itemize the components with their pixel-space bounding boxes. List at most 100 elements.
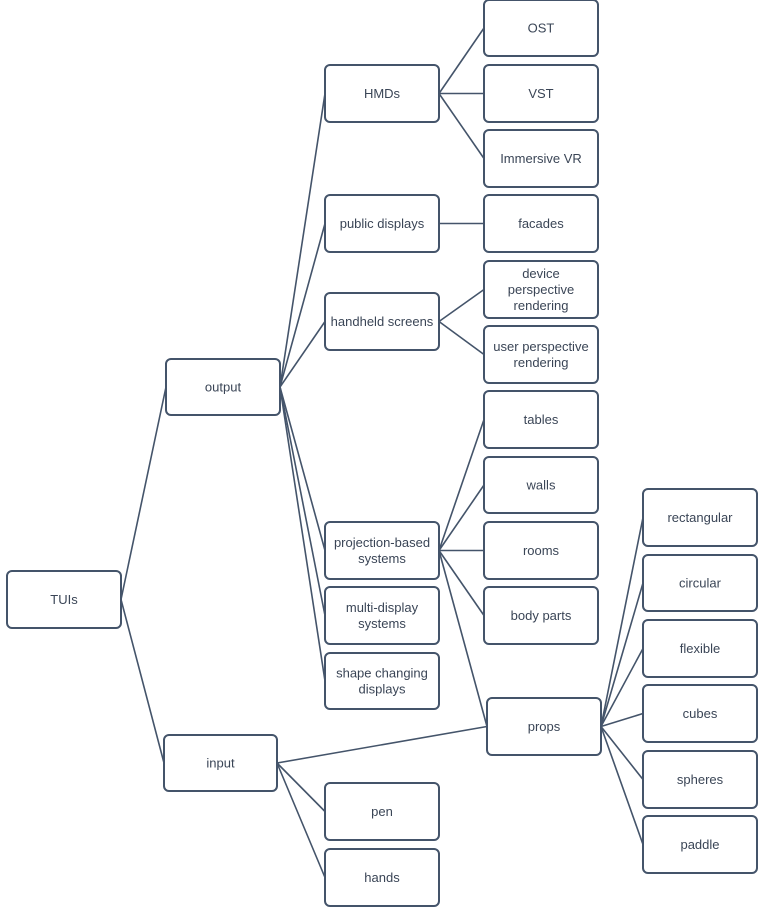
node-box-pen xyxy=(324,782,440,841)
node-box-circular xyxy=(642,554,758,612)
node-box-tables xyxy=(483,390,599,449)
node-box-input xyxy=(163,734,278,792)
node-box-flexible xyxy=(642,619,758,678)
node-label-spheres: spheres xyxy=(677,772,724,787)
node-label-body-parts: body parts xyxy=(511,608,572,623)
node-label-hands: hands xyxy=(364,870,400,885)
node-box-vst xyxy=(483,64,599,123)
node-label-projection-based-line-2: systems xyxy=(358,551,406,566)
edge-props-to-spheres xyxy=(600,726,644,780)
edge-props-to-cubes xyxy=(600,712,644,728)
edge-input-to-pen xyxy=(276,762,326,813)
edge-props-to-flexible xyxy=(600,648,644,727)
node-label-device-perspective-line-1: device xyxy=(522,266,560,281)
node-output: output xyxy=(165,358,281,416)
edge-tuis-to-input xyxy=(120,599,165,764)
node-label-hmds: HMDs xyxy=(364,86,401,101)
node-box-walls xyxy=(483,456,599,514)
node-box-public-displays xyxy=(324,194,440,253)
node-pen: pen xyxy=(324,782,440,841)
node-label-tuis: TUIs xyxy=(50,592,78,607)
edge-props-to-rectangular xyxy=(600,517,644,727)
node-box-hmds xyxy=(324,64,440,123)
edge-output-to-projection-based xyxy=(279,386,326,551)
node-box-rooms xyxy=(483,521,599,580)
node-hands: hands xyxy=(324,848,440,907)
edge-output-to-shape-changing xyxy=(279,386,326,682)
node-spheres: spheres xyxy=(642,750,758,809)
edge-output-to-multi-display xyxy=(279,386,326,616)
edge-output-to-hmds xyxy=(279,93,326,388)
node-label-immersive-vr: Immersive VR xyxy=(500,151,582,166)
node-vst: VST xyxy=(483,64,599,123)
node-tables: tables xyxy=(483,390,599,449)
node-label-user-perspective-line-2: rendering xyxy=(514,355,569,370)
node-props: props xyxy=(486,697,602,756)
node-box-handheld-screens xyxy=(324,292,440,351)
node-label-user-perspective-line-1: user perspective xyxy=(493,339,588,354)
node-box-body-parts xyxy=(483,586,599,645)
node-label-projection-based-line-1: projection-based xyxy=(334,535,430,550)
node-box-output xyxy=(165,358,281,416)
edge-projection-based-to-tables xyxy=(438,419,485,551)
edge-output-to-public-displays xyxy=(279,223,326,388)
node-paddle: paddle xyxy=(642,815,758,874)
node-label-props: props xyxy=(528,719,561,734)
edge-input-to-hands xyxy=(276,762,326,878)
node-label-handheld-screens: handheld screens xyxy=(331,314,434,329)
node-box-facades xyxy=(483,194,599,253)
node-label-device-perspective-line-2: perspective xyxy=(508,282,574,297)
node-box-ost xyxy=(483,0,599,57)
node-walls: walls xyxy=(483,456,599,514)
edge-handheld-screens-to-user-perspective xyxy=(438,320,485,356)
node-body-parts: body parts xyxy=(483,586,599,645)
node-box-immersive-vr xyxy=(483,129,599,188)
edge-projection-based-to-props xyxy=(438,550,488,727)
node-box-rectangular xyxy=(642,488,758,547)
node-facades: facades xyxy=(483,194,599,253)
edge-tuis-to-output xyxy=(120,386,167,600)
node-label-multi-display-line-1: multi-display xyxy=(346,600,419,615)
node-label-rooms: rooms xyxy=(523,543,560,558)
node-label-walls: walls xyxy=(526,478,556,493)
node-flexible: flexible xyxy=(642,619,758,678)
node-label-shape-changing-line-1: shape changing xyxy=(336,666,428,681)
node-label-ost: OST xyxy=(528,21,555,36)
node-label-input: input xyxy=(206,756,235,771)
node-box-hands xyxy=(324,848,440,907)
node-label-vst: VST xyxy=(528,86,553,101)
node-label-shape-changing-line-2: displays xyxy=(359,682,406,697)
edge-hmds-to-immersive-vr xyxy=(438,93,485,159)
node-label-tables: tables xyxy=(524,412,559,427)
node-label-rectangular: rectangular xyxy=(667,510,733,525)
node-rooms: rooms xyxy=(483,521,599,580)
node-box-device-perspective xyxy=(483,260,599,319)
node-input: input xyxy=(163,734,278,792)
node-handheld-screens: handheld screens xyxy=(324,292,440,351)
node-box-spheres xyxy=(642,750,758,809)
node-cubes: cubes xyxy=(642,684,758,743)
nodes-layer: TUIs output input HMDs public displays handhe… xyxy=(6,0,758,907)
node-box-user-perspective xyxy=(483,325,599,384)
node-immersive-vr: Immersive VR xyxy=(483,129,599,188)
node-label-circular: circular xyxy=(679,576,722,591)
edge-handheld-screens-to-device-perspective xyxy=(438,288,485,323)
node-public-displays: public displays xyxy=(324,194,440,253)
node-label-cubes: cubes xyxy=(683,706,718,721)
node-tuis: TUIs xyxy=(6,570,122,629)
edge-projection-based-to-walls xyxy=(438,484,485,551)
node-box-projection-based xyxy=(324,521,440,580)
node-rectangular: rectangular xyxy=(642,488,758,547)
node-box-props xyxy=(486,697,602,756)
node-circular: circular xyxy=(642,554,758,612)
node-box-paddle xyxy=(642,815,758,874)
node-label-pen: pen xyxy=(371,804,393,819)
node-box-shape-changing xyxy=(324,652,440,710)
node-ost: OST xyxy=(483,0,599,57)
